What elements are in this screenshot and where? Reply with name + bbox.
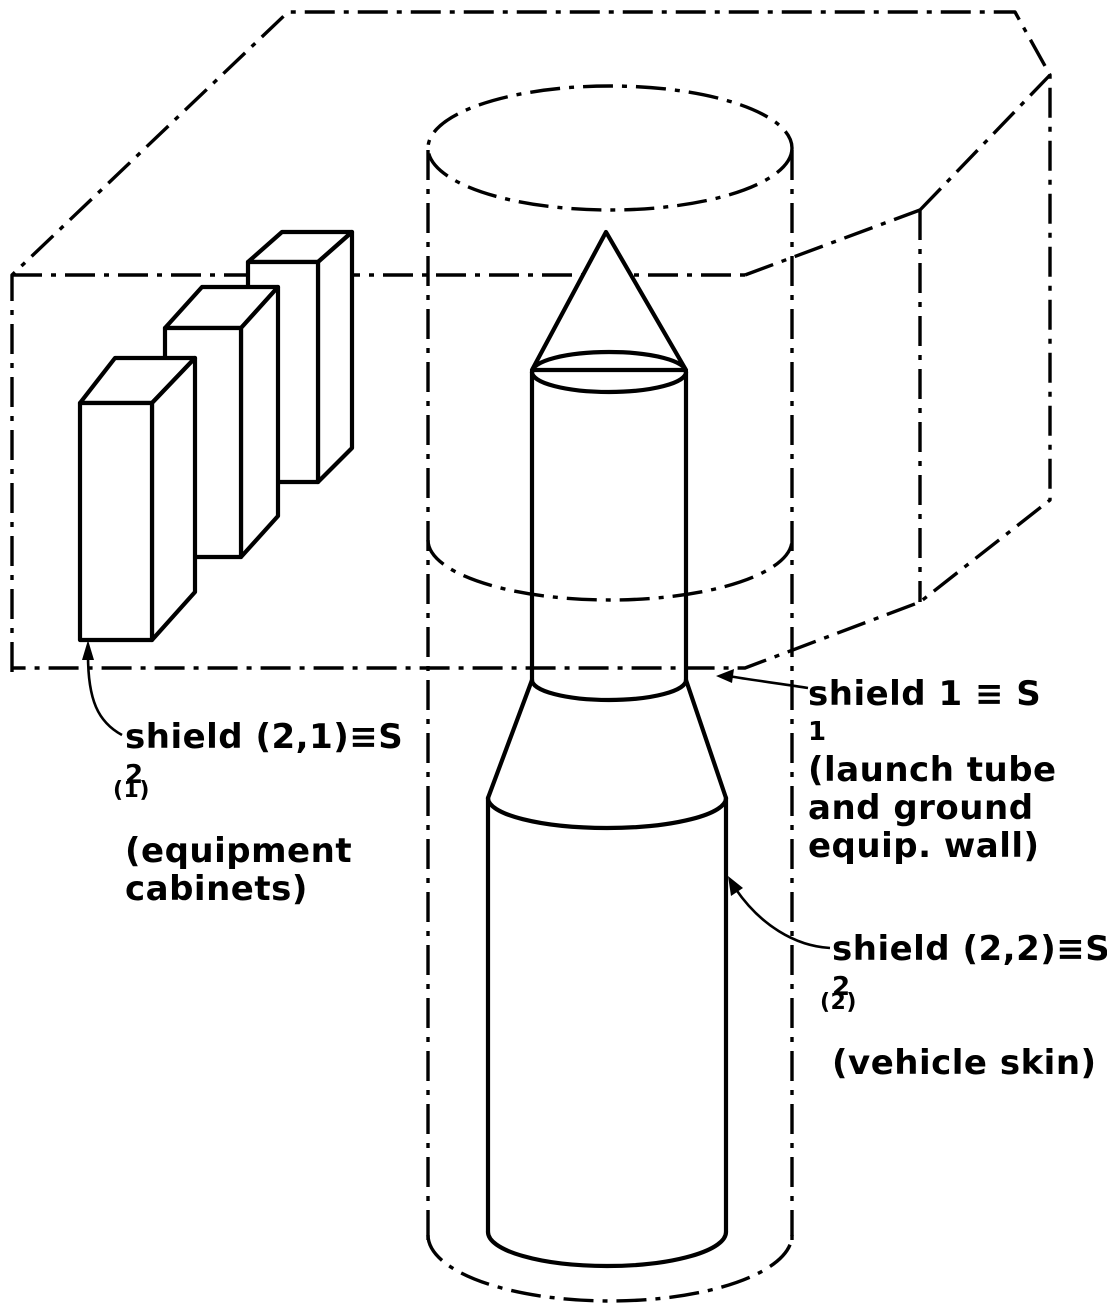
leader-skin — [728, 876, 831, 950]
equipment-cabinets — [77, 229, 355, 643]
leader-cabinets — [82, 640, 123, 737]
launch-tube-cylinder — [426, 84, 794, 1303]
leader-tube — [716, 669, 809, 690]
missile-vehicle — [485, 229, 729, 1269]
